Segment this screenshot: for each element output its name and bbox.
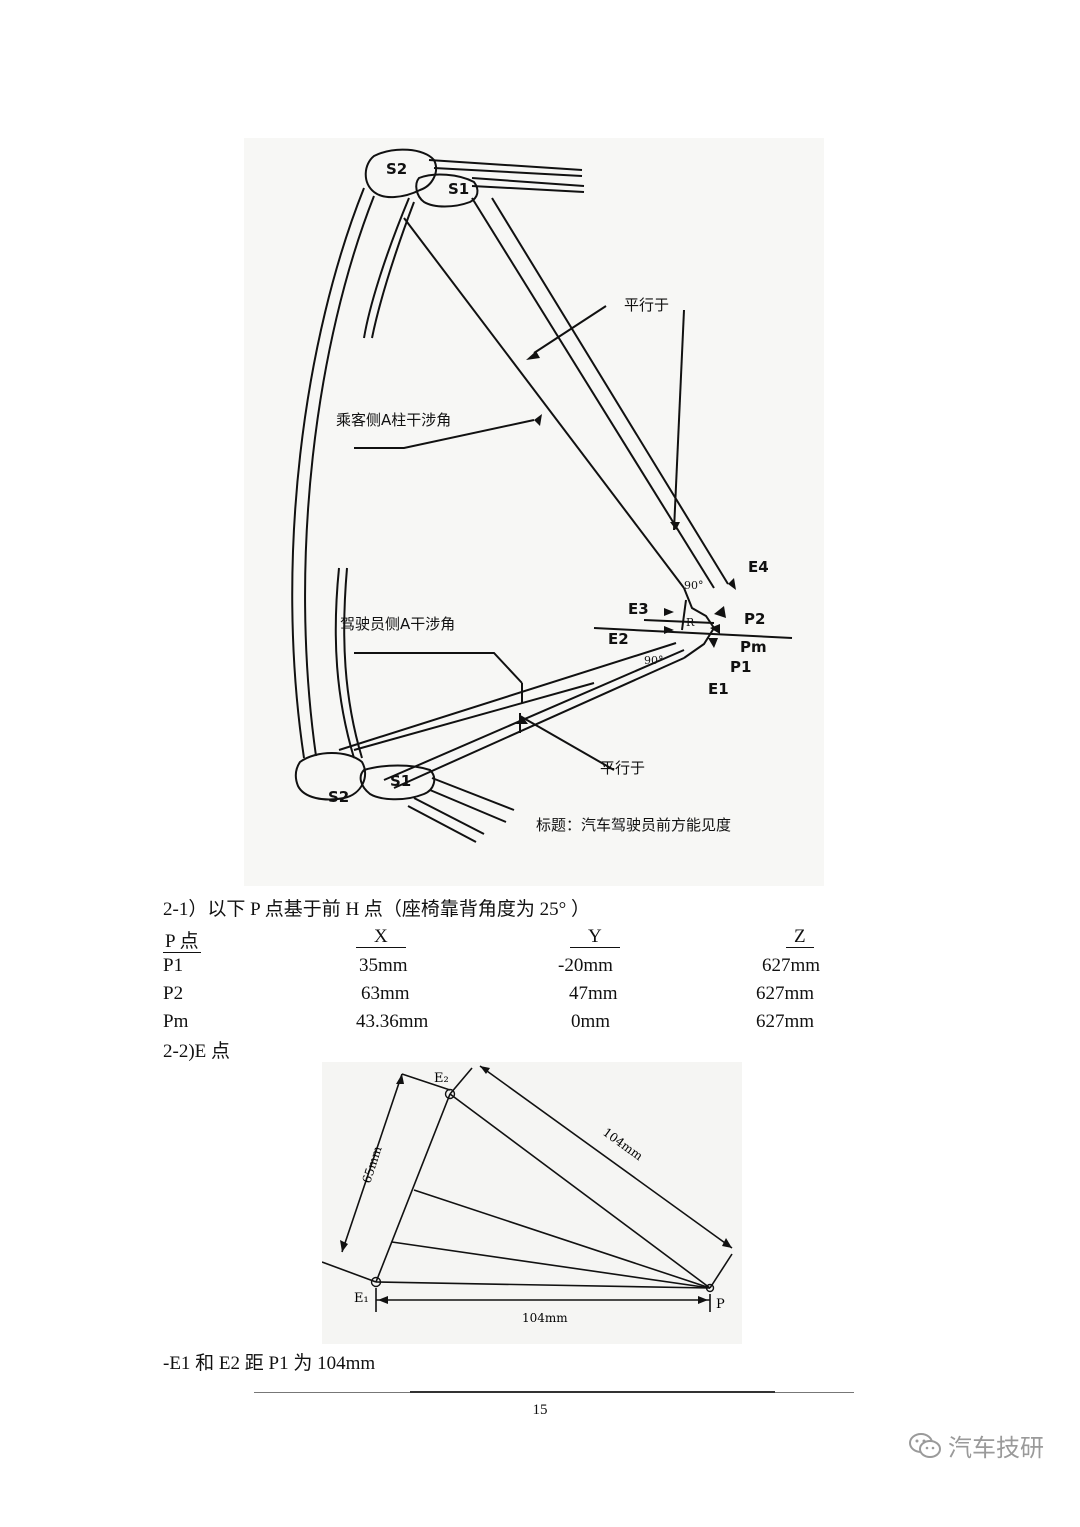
table-cell: 63mm xyxy=(361,983,410,1004)
watermark-text: 汽车技研 xyxy=(948,1434,1044,1462)
label-parallel-bottom: 平行于 xyxy=(600,759,645,777)
label-90deg-top: 90° xyxy=(684,579,704,592)
table-cell: 0mm xyxy=(571,1011,611,1032)
label-dim-104-bottom: 104mm xyxy=(522,1311,568,1325)
label-passenger-angle: 乘客侧A柱干涉角 xyxy=(336,411,451,429)
label-e4: E4 xyxy=(748,558,769,576)
table-cell: 627mm xyxy=(756,1011,815,1032)
table-cell: 35mm xyxy=(359,955,408,976)
label-pm: Pm xyxy=(740,638,767,656)
label-s2-bottom: S2 xyxy=(328,788,349,806)
table-cell: 627mm xyxy=(762,955,821,976)
table-header-x: X xyxy=(356,926,406,948)
figure-caption: 标题：汽车驾驶员前方能见度 xyxy=(536,816,731,834)
table-cell: Pm xyxy=(163,1011,189,1032)
watermark: 汽车技研 xyxy=(908,1428,1044,1463)
label-90deg-bottom: 90° xyxy=(644,654,664,667)
table-cell: 627mm xyxy=(756,983,815,1004)
figure-e-point-geometry: E₂ E₁ P 65mm 104mm 104mm xyxy=(321,1062,742,1344)
label-e2: E2 xyxy=(608,630,629,648)
table-header-point: P 点 xyxy=(163,931,201,953)
table-header-y: Y xyxy=(570,926,620,948)
label-e3: E3 xyxy=(628,600,649,618)
figure-a-pillar-obstruction: S2 S1 平行于 乘客侧A柱干涉角 驾驶员侧A干涉角 E4 E3 P2 R E… xyxy=(244,138,824,886)
label-s2-top: S2 xyxy=(386,160,407,178)
wechat-icon xyxy=(909,1432,941,1458)
label-driver-angle: 驾驶员侧A干涉角 xyxy=(340,615,455,633)
label-e1-point: E₁ xyxy=(354,1291,369,1306)
label-s1-top: S1 xyxy=(448,180,469,198)
label-s1-bottom: S1 xyxy=(390,772,411,790)
label-p-point: P xyxy=(716,1297,725,1312)
label-e1: E1 xyxy=(708,680,729,698)
table-header-z: Z xyxy=(786,926,814,948)
label-dim-65: 65mm xyxy=(360,1144,385,1185)
section-2-2-heading: 2-2)E 点 xyxy=(163,1041,231,1062)
e-point-diagram: E₂ E₁ P 65mm 104mm 104mm xyxy=(321,1065,733,1325)
label-p2: P2 xyxy=(744,610,765,628)
table-cell: 47mm xyxy=(569,983,618,1004)
label-e2-point: E₂ xyxy=(434,1071,449,1086)
table-cell: -20mm xyxy=(558,955,613,976)
table-cell: P2 xyxy=(163,983,184,1004)
section-2-1-heading: 2-1）以下 P 点基于前 H 点（座椅靠背角度为 25° ） xyxy=(163,899,591,920)
footer-rule-accent xyxy=(410,1391,775,1393)
table-cell: P1 xyxy=(163,955,184,976)
note-e-distance: -E1 和 E2 距 P1 为 104mm xyxy=(163,1353,376,1374)
label-r: R xyxy=(686,616,695,629)
table-cell: 43.36mm xyxy=(356,1011,429,1032)
page-number: 15 xyxy=(532,1402,548,1418)
label-p1: P1 xyxy=(730,658,751,676)
p-point-table: P 点 X Y Z P1 35mm -20mm 627mm P2 63mm 47… xyxy=(0,926,1080,1036)
label-parallel-top: 平行于 xyxy=(624,296,669,314)
a-pillar-diagram: S2 S1 平行于 乘客侧A柱干涉角 驾驶员侧A干涉角 E4 E3 P2 R E… xyxy=(291,148,793,843)
